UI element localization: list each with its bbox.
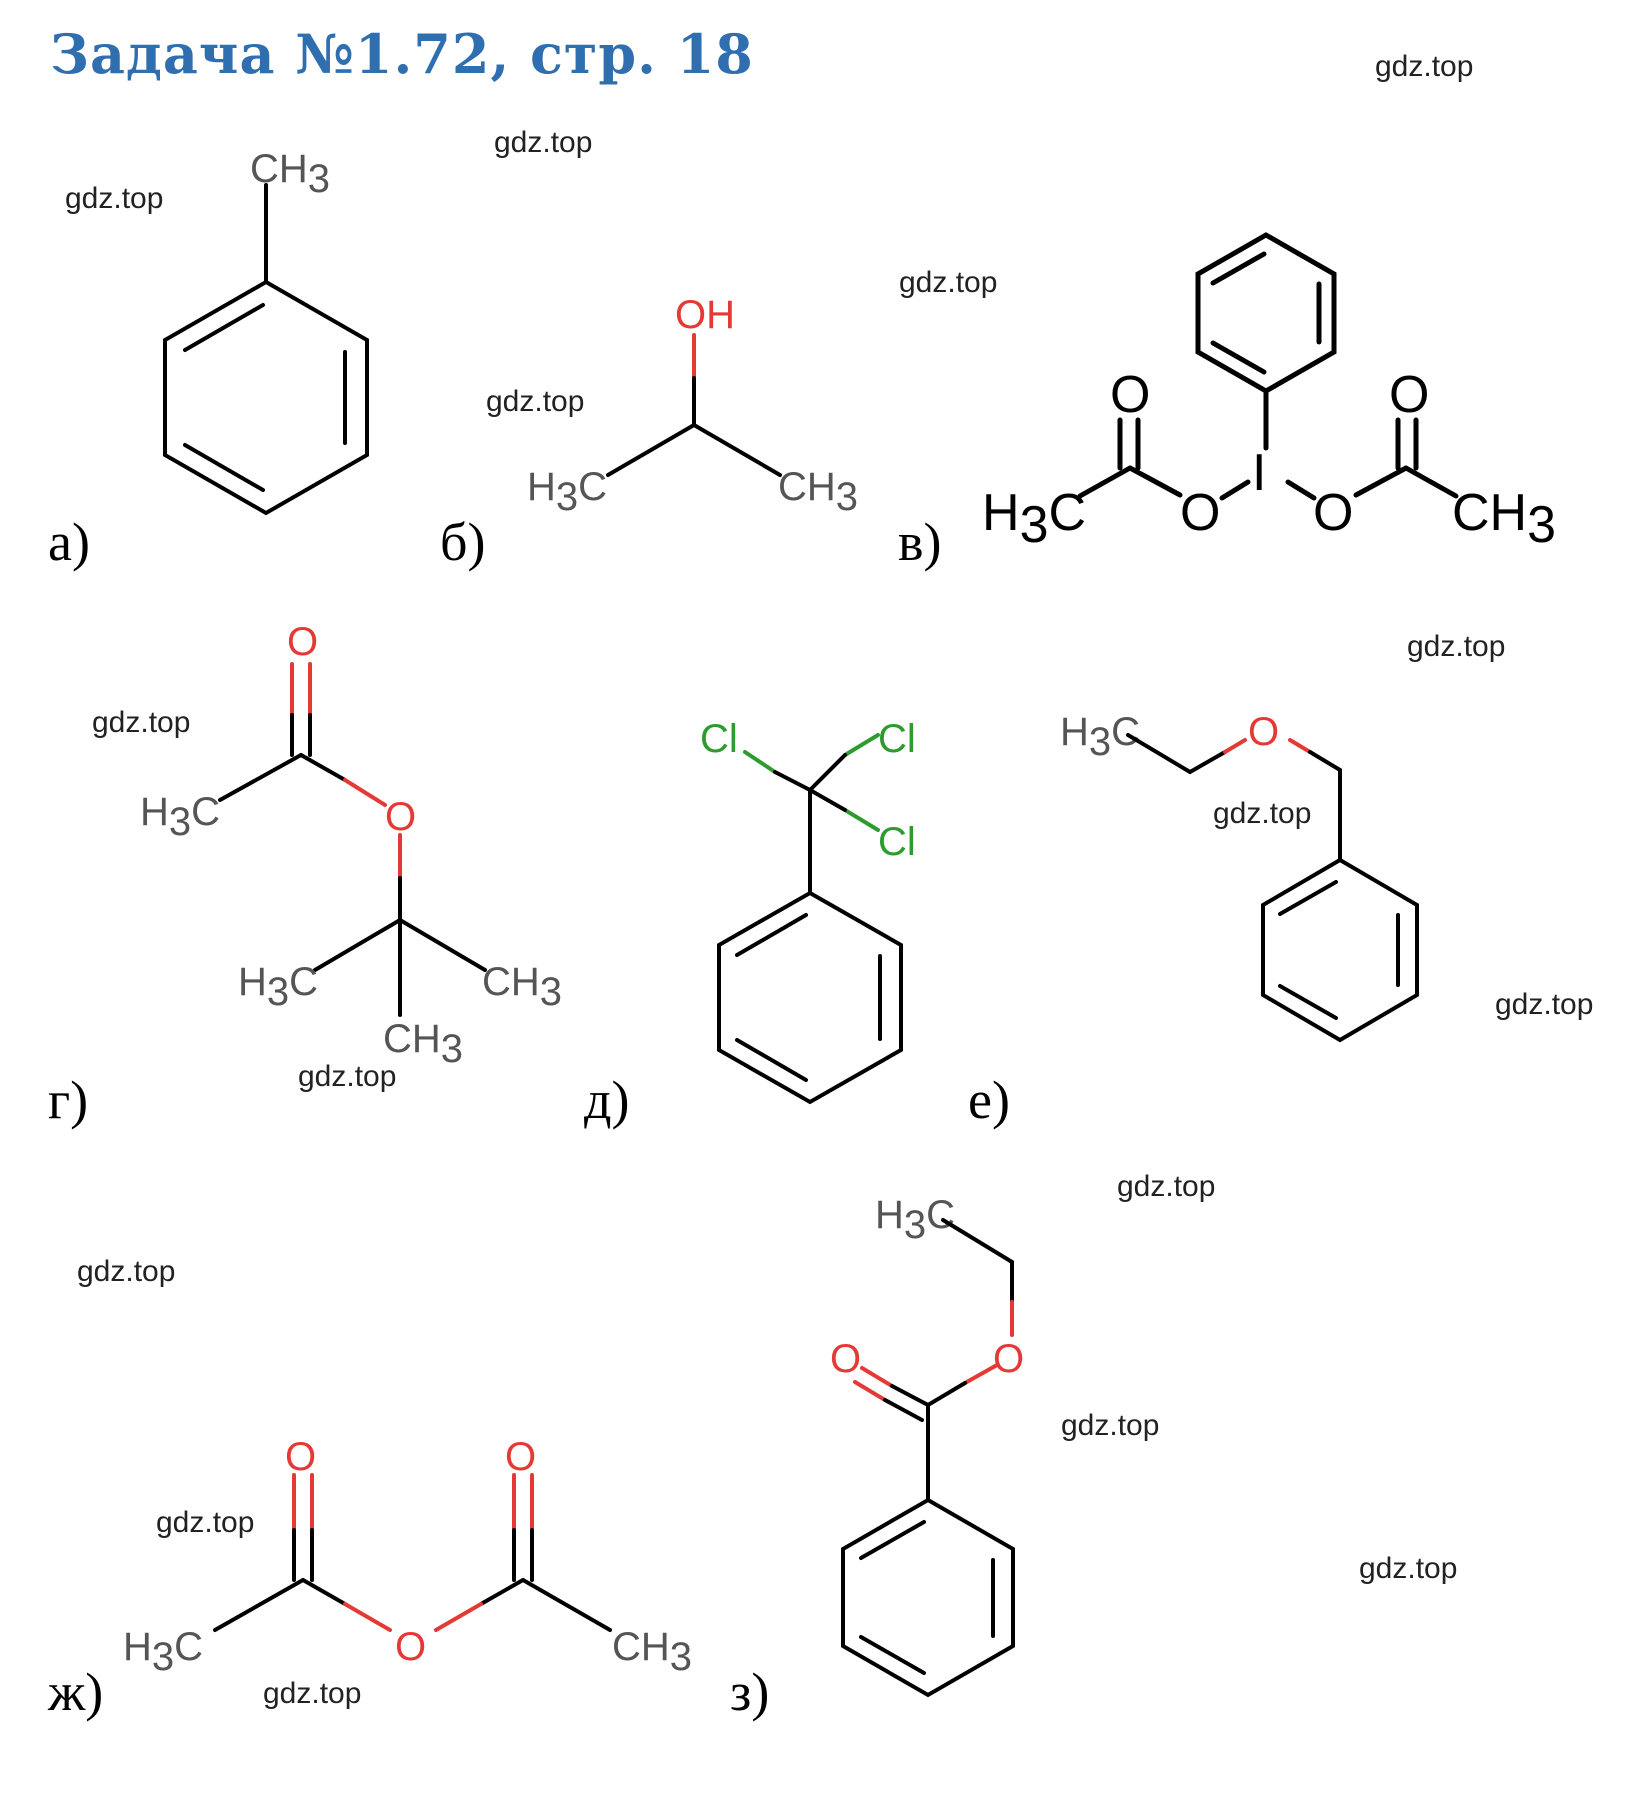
atom-cl: Cl <box>878 820 916 864</box>
watermark: gdz.top <box>156 1506 255 1539</box>
atom-o-carbonyl: O <box>285 1435 316 1479</box>
watermark: gdz.top <box>263 1677 362 1710</box>
atom-o-carbonyl: O <box>830 1337 861 1381</box>
atom-o-ester: O <box>993 1337 1024 1381</box>
atom-o-ether: O <box>1248 710 1279 754</box>
atom-cl: Cl <box>878 717 916 761</box>
atom-ch3: CH3 <box>383 1017 463 1071</box>
structure-g: O O H3C H3C CH3 CH3 г) <box>48 620 562 1130</box>
atom-iodine: I <box>1252 444 1266 502</box>
label-b: б) <box>440 512 485 572</box>
watermark: gdz.top <box>65 182 164 215</box>
atom-o-carbonyl-right: O <box>1389 366 1429 424</box>
benzene-ring <box>1261 857 1419 1043</box>
watermark: gdz.top <box>298 1060 397 1093</box>
atom-h3c: H3C <box>982 484 1086 554</box>
watermark: gdz.top <box>486 385 585 418</box>
atom-ch3: CH3 <box>250 147 330 201</box>
benzene-ring <box>717 890 903 1105</box>
watermark: gdz.top <box>1061 1409 1160 1442</box>
atom-o-left: O <box>1180 484 1220 542</box>
atom-ch3: CH3 <box>778 465 858 519</box>
atom-o-right: O <box>1313 484 1353 542</box>
benzene-ring <box>1195 232 1337 394</box>
watermark: gdz.top <box>92 706 191 739</box>
label-v: в) <box>898 512 941 572</box>
atom-o-bridge: O <box>395 1625 426 1669</box>
atom-o-carbonyl-left: O <box>1110 366 1150 424</box>
atom-h3c: H3C <box>238 960 318 1014</box>
atom-ch3: CH3 <box>1452 484 1556 554</box>
atom-ch3: CH3 <box>612 1625 692 1679</box>
watermark: gdz.top <box>1375 50 1474 83</box>
atom-cl: Cl <box>700 717 738 761</box>
watermark: gdz.top <box>1495 988 1594 1021</box>
label-zh: ж) <box>47 1662 103 1722</box>
page-title: Задача №1.72, стр. 18 <box>50 22 754 86</box>
label-a: а) <box>48 512 90 572</box>
atom-h3c: H3C <box>140 790 220 844</box>
watermark: gdz.top <box>77 1255 176 1288</box>
structure-d: Cl Cl Cl д) <box>584 717 916 1130</box>
atom-o-carbonyl: O <box>505 1435 536 1479</box>
label-d: д) <box>584 1070 629 1130</box>
structure-b: OH H3C CH3 б) <box>440 293 858 572</box>
structure-z: H3C O O з) <box>730 1193 1024 1722</box>
atom-h3c: H3C <box>527 465 607 519</box>
structure-v: I O O O O H3C CH3 в) <box>898 232 1556 572</box>
structure-zh: O O O H3C CH3 ж) <box>47 1435 692 1722</box>
watermark: gdz.top <box>1407 630 1506 663</box>
structure-a: CH3 а) <box>48 147 369 572</box>
watermark: gdz.top <box>1359 1552 1458 1585</box>
structure-e: H3C O е) <box>968 710 1419 1130</box>
benzene-ring <box>841 1497 1015 1698</box>
atom-h3c: H3C <box>123 1625 203 1679</box>
atom-oh: OH <box>675 293 735 337</box>
watermark: gdz.top <box>1213 797 1312 830</box>
watermark: gdz.top <box>494 126 593 159</box>
atom-h3c: H3C <box>1060 710 1140 764</box>
atom-h3c: H3C <box>875 1193 955 1247</box>
watermark: gdz.top <box>899 266 998 299</box>
label-e: е) <box>968 1070 1010 1130</box>
atom-o-carbonyl: O <box>287 620 318 664</box>
label-g: г) <box>48 1070 88 1130</box>
label-z: з) <box>730 1662 769 1722</box>
atom-o-ester: O <box>385 795 416 839</box>
atom-ch3: CH3 <box>482 960 562 1014</box>
watermark: gdz.top <box>1117 1170 1216 1203</box>
benzene-ring <box>163 279 369 516</box>
